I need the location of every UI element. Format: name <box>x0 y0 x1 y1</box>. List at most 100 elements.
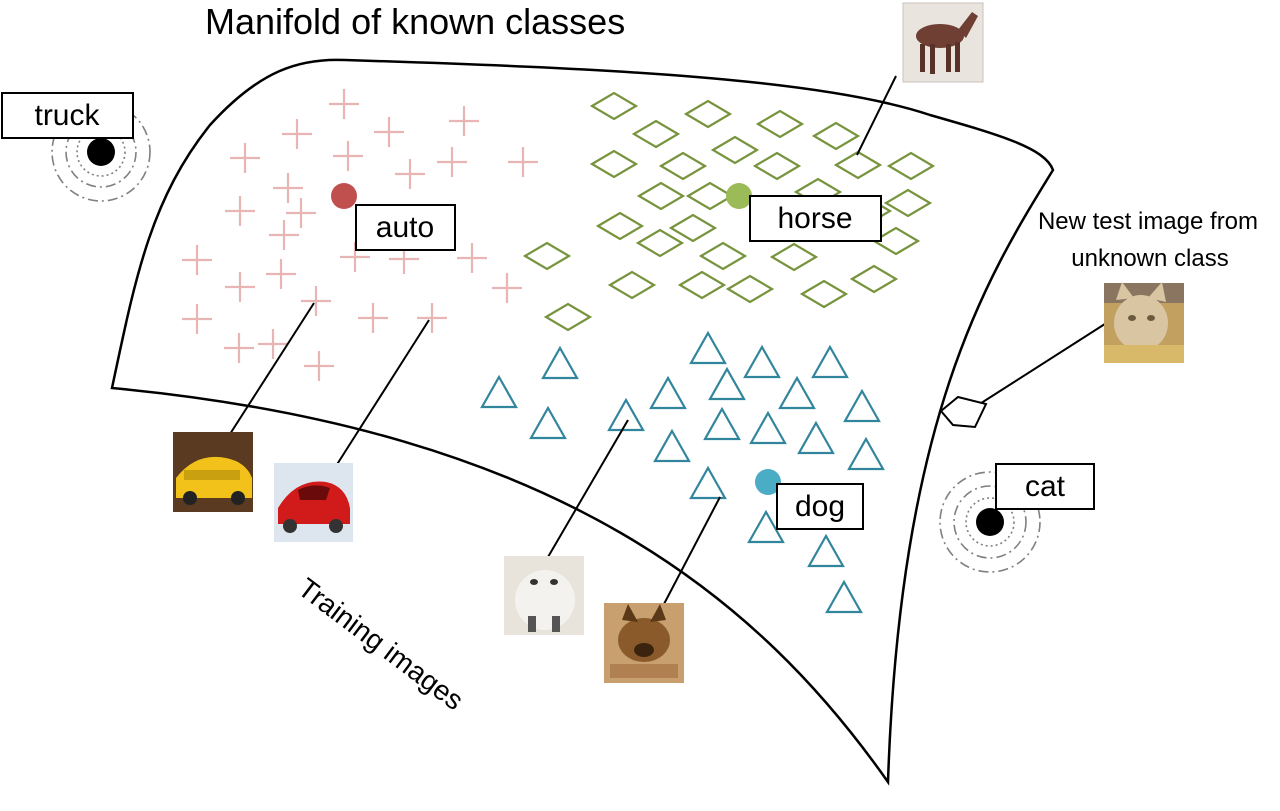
plus-icon <box>258 329 288 359</box>
triangle-icon <box>797 420 835 455</box>
horse-label-box: horse <box>749 195 882 242</box>
cat-sample <box>939 471 1041 573</box>
diamond-icon <box>710 135 760 165</box>
red-car-thumbnail <box>274 463 353 542</box>
triangle-icon <box>749 410 787 445</box>
plus-icon <box>508 147 538 177</box>
triangle-icon <box>703 406 741 441</box>
plus-icon <box>286 198 316 228</box>
plus-icon <box>492 273 522 303</box>
cat-label: cat <box>1025 470 1066 503</box>
plus-icon <box>437 147 467 177</box>
diamond-icon <box>677 270 727 300</box>
cat-ring-inner <box>965 497 1015 547</box>
training-images-caption: Training images <box>292 572 469 716</box>
plus-icon <box>417 303 447 333</box>
diamond-icon <box>631 119 681 149</box>
triangle-icon <box>778 375 816 410</box>
triangle-icon <box>708 366 746 401</box>
horse-thumbnail <box>902 2 984 83</box>
horse-leader-line <box>856 75 897 156</box>
yellow-car-thumbnail <box>173 432 253 512</box>
plus-icon <box>329 89 359 119</box>
diamond-icon <box>635 228 685 258</box>
diamond-icon <box>799 279 849 309</box>
leader-lines <box>229 75 1109 605</box>
plus-icon <box>225 196 255 226</box>
dog-label-box: dog <box>776 483 864 530</box>
auto-label: auto <box>376 211 434 244</box>
plus-icon <box>457 243 487 273</box>
triangle-icon <box>689 465 727 500</box>
plus-icon <box>333 141 363 171</box>
white-dog-thumbnail <box>504 556 584 635</box>
diamond-icon <box>607 270 657 300</box>
dog-cluster <box>480 330 885 614</box>
dot-icon <box>87 138 115 166</box>
diagram-title: Manifold of known classes <box>205 1 625 42</box>
plus-icon <box>395 159 425 189</box>
pentagon-icon <box>939 395 988 429</box>
manifold-surface <box>110 58 1055 786</box>
auto-cluster <box>182 89 538 381</box>
plus-icon <box>225 272 255 302</box>
plus-icon <box>182 245 212 275</box>
plus-icon <box>224 333 254 363</box>
diamond-icon <box>668 213 718 243</box>
plus-icon <box>273 173 303 203</box>
triangle-icon <box>843 388 881 423</box>
diamond-icon <box>595 211 645 241</box>
dog-leader-line-1 <box>547 419 629 558</box>
plus-icon <box>269 220 299 250</box>
auto-leader-line-1 <box>229 302 315 435</box>
diamond-icon <box>589 91 639 121</box>
diamond-icon <box>871 226 921 256</box>
dog-leader-line-2 <box>663 496 721 605</box>
diamond-icon <box>849 264 899 294</box>
triangle-icon <box>747 509 785 544</box>
cat-ring-middle <box>953 485 1027 559</box>
diamond-icon <box>886 151 936 181</box>
diamond-icon <box>725 274 775 304</box>
horse-center-dot <box>726 183 752 209</box>
triangle-icon <box>653 428 691 463</box>
diamond-icon <box>589 149 639 179</box>
auto-center-dot <box>331 183 357 209</box>
truck-label-box: truck <box>1 92 134 139</box>
plus-icon <box>266 259 296 289</box>
triangle-icon <box>847 436 885 471</box>
diamond-icon <box>658 151 708 181</box>
plus-icon <box>304 351 334 381</box>
horse-cluster <box>522 91 936 332</box>
diamond-icon <box>811 121 861 151</box>
dog-center-dot <box>755 469 781 495</box>
horse-label: horse <box>777 202 852 235</box>
cat-label-box: cat <box>995 463 1095 510</box>
unknown-leader-line <box>974 321 1109 408</box>
triangle-icon <box>607 397 645 432</box>
diamond-icon <box>752 151 802 181</box>
plus-icon <box>358 303 388 333</box>
plus-icon <box>230 143 260 173</box>
auto-leader-line-2 <box>335 319 430 467</box>
diamond-icon <box>883 188 933 218</box>
triangle-icon <box>689 330 727 365</box>
truck-ring-inner <box>76 127 126 177</box>
test-note-line1: New test image from <box>1038 208 1258 235</box>
diamond-icon <box>833 150 883 180</box>
triangle-icon <box>825 579 863 614</box>
dot-icon <box>976 508 1004 536</box>
triangle-icon <box>743 344 781 379</box>
triangle-icon <box>529 405 567 440</box>
cat-thumbnail <box>1104 282 1184 363</box>
triangle-icon <box>807 533 845 568</box>
plus-icon <box>301 286 331 316</box>
brown-dog-thumbnail <box>604 603 684 683</box>
diamond-icon <box>543 302 593 332</box>
truck-label: truck <box>34 99 100 132</box>
dog-label: dog <box>795 490 845 523</box>
plus-icon <box>182 304 212 334</box>
triangle-icon <box>649 375 687 410</box>
diamond-icon <box>683 99 733 129</box>
